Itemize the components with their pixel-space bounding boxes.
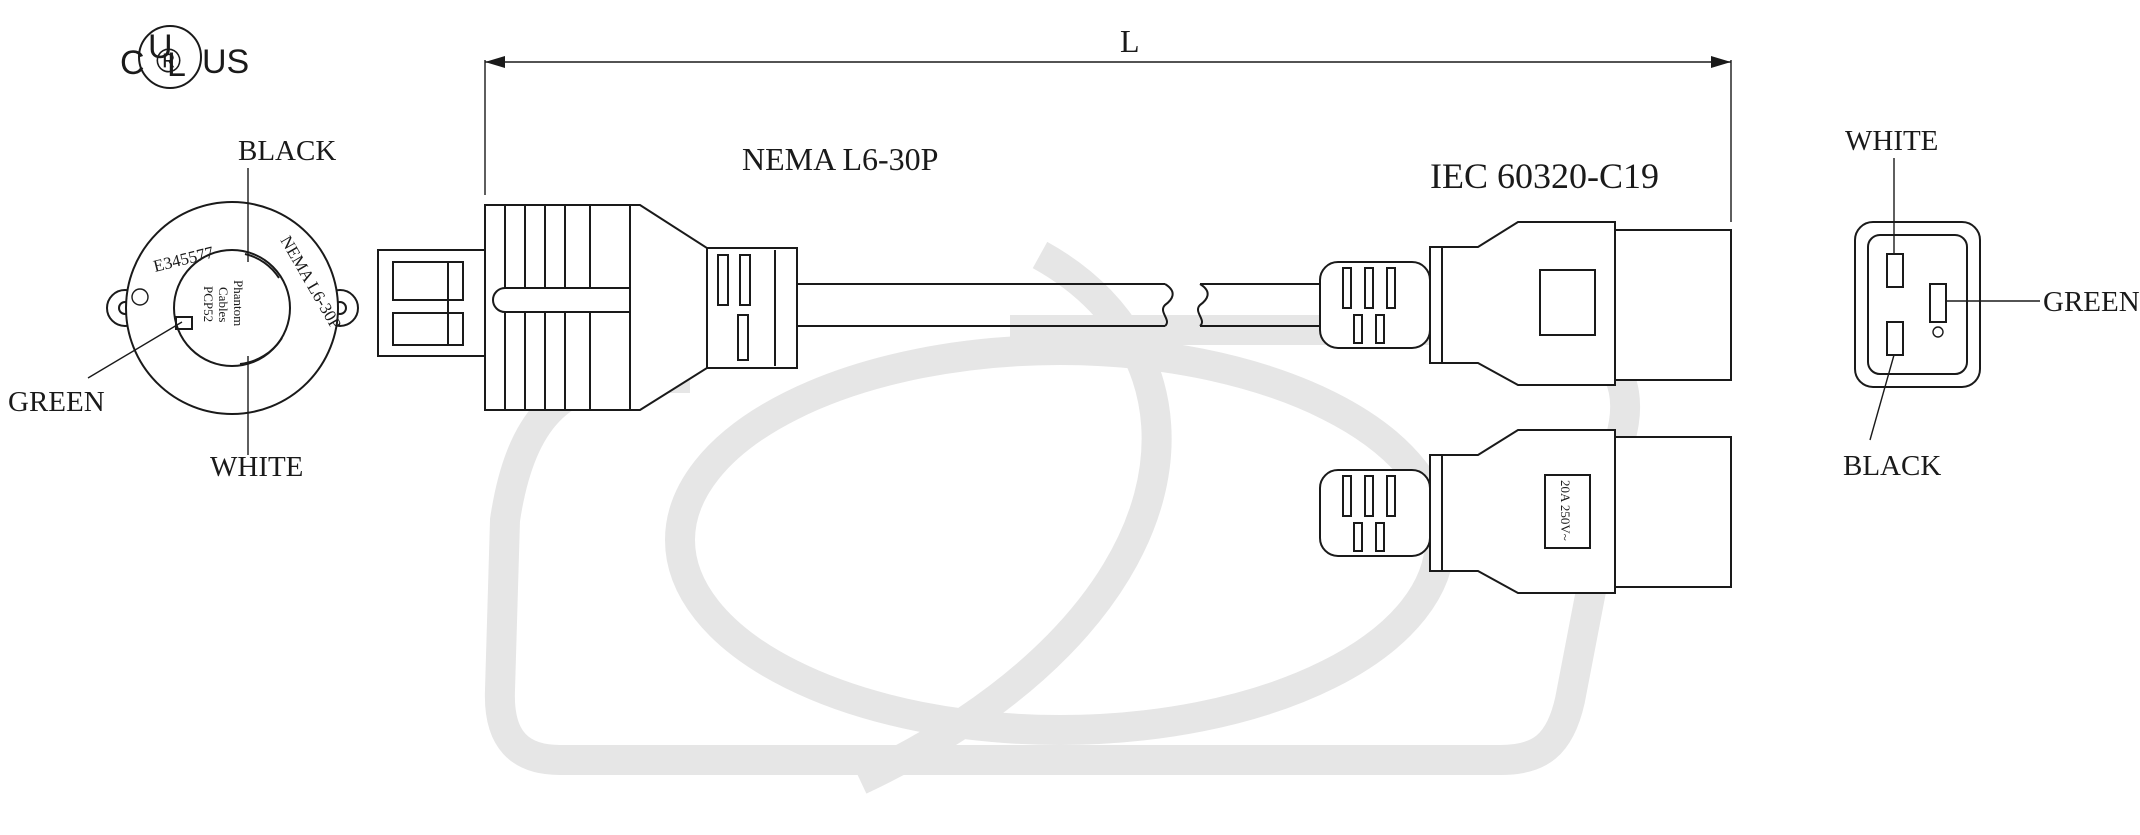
c19-connector-rating-view: 20A 250V~: [1319, 429, 1732, 594]
ul-mark-us: US: [202, 43, 249, 81]
plug-green-label: GREEN: [8, 386, 105, 418]
ul-listed-logo-icon: C U L ® US: [120, 25, 249, 89]
length-dimension: L: [484, 23, 1732, 222]
connector-green-label: GREEN: [2043, 286, 2140, 318]
plug-face-view: Phantom Cables PCP52 E345577 NEMA L6-30P…: [8, 135, 359, 483]
plug-brand-line-1: Phantom: [231, 280, 246, 326]
plug-white-label: WHITE: [210, 451, 303, 483]
connector-rating: 20A 250V~: [1558, 480, 1573, 541]
ul-mark-c: C: [120, 44, 145, 82]
plug-title: NEMA L6-30P: [742, 141, 938, 177]
ul-mark-l: L: [167, 46, 186, 84]
plug-side-view: NEMA L6-30P: [377, 141, 1320, 411]
c19-face-view: WHITE BLACK GREEN: [1843, 125, 2140, 482]
connector-title: IEC 60320-C19: [1430, 156, 1659, 196]
ul-mark-u: U: [148, 28, 173, 66]
connector-white-label: WHITE: [1845, 125, 1938, 157]
ul-small-icon: [131, 288, 149, 306]
connector-black-label: BLACK: [1843, 450, 1941, 482]
plug-brand-line-3: PCP52: [201, 286, 216, 322]
ul-mark-registered: ®: [156, 42, 181, 80]
c19-connector-side-view: IEC 60320-C19: [1319, 156, 1732, 386]
plug-brand-line-2: Cables: [216, 287, 231, 322]
length-label: L: [1120, 23, 1140, 59]
plug-black-label: BLACK: [238, 135, 336, 167]
